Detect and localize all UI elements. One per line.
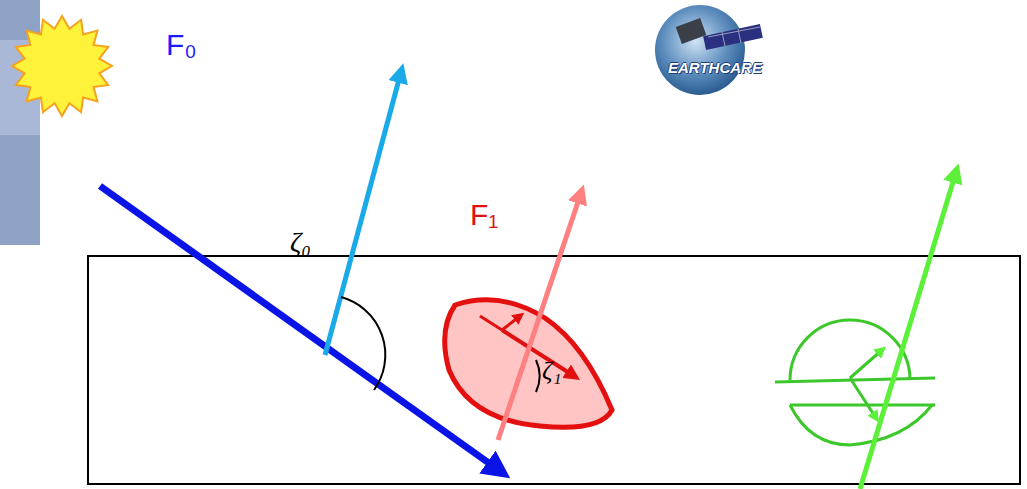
phase-function bbox=[790, 404, 935, 407]
angle-label: ζ₀ bbox=[290, 228, 311, 256]
phase-function bbox=[445, 300, 612, 428]
incident-beam bbox=[100, 186, 500, 471]
flux-label: F₁ bbox=[470, 200, 498, 230]
angle-arc bbox=[341, 297, 385, 390]
angle-arc bbox=[536, 360, 540, 392]
atmosphere-layer bbox=[88, 256, 1020, 484]
logo-text: EARTHCARE bbox=[668, 60, 762, 75]
scattered-beam bbox=[860, 172, 956, 489]
phase-vector bbox=[850, 350, 882, 378]
phase-function bbox=[790, 320, 910, 380]
phase-vector bbox=[502, 316, 520, 330]
angle-label: ζ₁ bbox=[542, 358, 562, 384]
satellite-icon bbox=[676, 18, 763, 50]
sun-symbol bbox=[12, 16, 112, 116]
phase-function bbox=[775, 378, 935, 382]
phase-function bbox=[790, 405, 932, 445]
scattered-beam bbox=[498, 193, 581, 440]
flux-label: F₀ bbox=[166, 30, 197, 60]
phase-vector bbox=[850, 378, 876, 418]
logo-globe bbox=[655, 5, 745, 95]
scattered-beam bbox=[325, 72, 401, 355]
phase-vector bbox=[480, 316, 502, 330]
